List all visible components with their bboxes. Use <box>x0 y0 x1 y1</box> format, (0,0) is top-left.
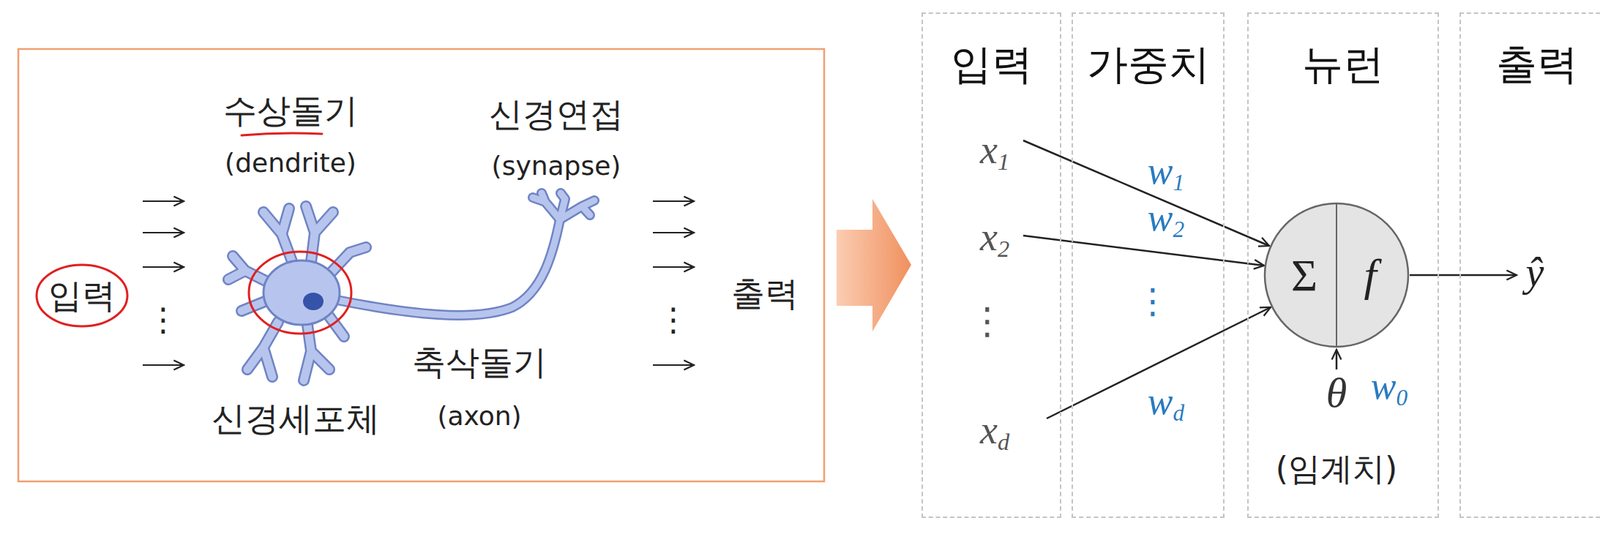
ellipsis-dots: ⋮ <box>969 303 1006 340</box>
nucleus <box>303 292 324 311</box>
subscript: 1 <box>997 148 1010 175</box>
threshold-line <box>1335 349 1338 370</box>
output-arrow <box>652 232 694 234</box>
part-label: 신경연접 <box>488 97 624 132</box>
part-label: 신경세포체 <box>211 401 380 436</box>
dendrite-fill <box>228 206 366 381</box>
ellipsis-dots: ⋮ <box>1135 283 1171 319</box>
subscript: 1 <box>1173 169 1185 196</box>
output-line <box>1409 274 1517 277</box>
part-label: (synapse) <box>491 152 622 180</box>
cell-body <box>263 260 340 325</box>
neuron-body <box>1264 203 1409 347</box>
annotation-underline <box>241 133 323 136</box>
subscript: 2 <box>997 235 1010 263</box>
weight-symbol: w1 <box>1147 152 1185 191</box>
sum-symbol: Σ <box>1291 252 1318 298</box>
output-arrow <box>652 266 694 268</box>
ellipsis-dots: ⋮ <box>657 303 690 336</box>
weight-symbol: wd <box>1147 382 1185 421</box>
output-arrow <box>652 364 694 366</box>
threshold-symbol: θ <box>1326 371 1348 415</box>
neuron-illustration <box>228 193 595 381</box>
column-heading: 출력 <box>1496 43 1579 85</box>
annotation-circle <box>248 251 352 334</box>
input-line <box>1023 235 1265 266</box>
input-symbol: x1 <box>980 130 1010 170</box>
threshold-label: (임계치) <box>1275 453 1398 486</box>
column-heading: 뉴런 <box>1302 43 1385 85</box>
bias-weight-symbol: w0 <box>1370 367 1408 406</box>
input-arrow <box>142 266 184 268</box>
input-arrow <box>142 364 184 366</box>
output-label: 출력 <box>731 276 799 311</box>
circle-outline <box>1263 202 1410 349</box>
subscript: 2 <box>1173 216 1185 243</box>
subscript: d <box>997 428 1010 456</box>
part-label: 수상돌기 <box>223 93 358 128</box>
transition-arrow <box>836 199 912 332</box>
circle-divider <box>1335 203 1338 347</box>
input-arrow <box>142 200 184 203</box>
perceptron-arrows <box>1023 140 1517 419</box>
dendrite-outline <box>228 206 366 381</box>
part-label: (axon) <box>436 403 522 430</box>
annotation-circle <box>36 264 128 327</box>
signal-arrows <box>142 201 694 366</box>
ellipsis-dots: ⋮ <box>147 303 180 336</box>
column-heading: 가중치 <box>1086 43 1210 85</box>
column-box: 가중치 <box>1071 12 1225 519</box>
subscript: d <box>1173 400 1185 426</box>
column-heading: 입력 <box>950 43 1033 85</box>
weight-symbol: w2 <box>1147 199 1185 238</box>
input-symbol: xd <box>980 410 1010 451</box>
part-label: 축삭돌기 <box>412 345 547 380</box>
axon-outline <box>336 193 595 316</box>
panel-frame <box>18 49 825 482</box>
input-arrow <box>142 232 184 234</box>
axon-fill <box>336 193 595 316</box>
input-label: 입력 <box>48 278 116 313</box>
subscript: 0 <box>1396 384 1409 411</box>
output-arrow <box>652 200 694 203</box>
output-symbol: ŷ <box>1526 251 1545 293</box>
part-label: (dendrite) <box>224 150 357 177</box>
input-symbol: x2 <box>980 217 1010 257</box>
neuron-circle: Σf <box>1263 202 1410 349</box>
function-symbol: f <box>1363 252 1377 298</box>
column-box: 뉴런 Σf <box>1247 12 1439 519</box>
